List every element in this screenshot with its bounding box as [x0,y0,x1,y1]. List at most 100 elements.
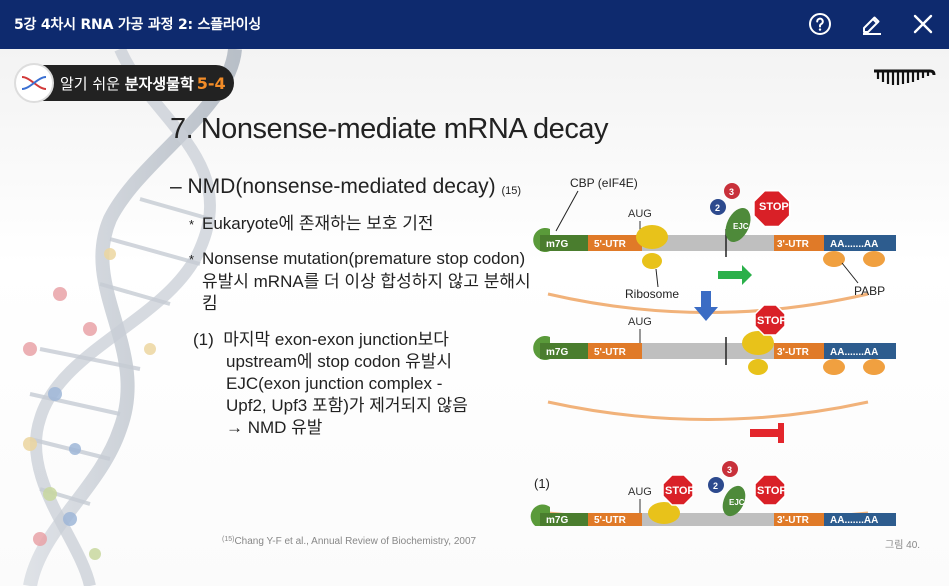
case-label: (1) [534,476,550,491]
utr3-segment [774,343,824,359]
utr3-text: 3'-UTR [777,347,810,358]
down-arrow-icon [694,291,718,321]
stop-sign-icon [754,304,786,336]
sub-bullet-text: Nonsense mutation(premature stop codon) … [202,249,531,313]
dna-helix-illustration [23,49,242,586]
ejc-text: EJC [733,222,749,231]
upf2-text: 2 [715,203,720,213]
numbered-line: upstream에 stop codon 유발시 [226,352,453,371]
ejc-text: EJC [729,498,745,507]
ribosome-label: Ribosome [625,287,679,301]
footnote-text: Chang Y-F et al., Annual Review of Bioch… [234,536,477,547]
stop-text: STOP [759,201,789,213]
polya-tail [824,513,896,526]
upf3-circle [724,183,740,199]
upf3-text: 3 [727,465,732,475]
close-icon [913,14,933,34]
utr5-text: 5'-UTR [594,347,627,358]
numbered-line: → NMD 유발 [226,418,323,437]
numbered-line: 마지막 exon-exon junction보다 [223,330,449,349]
course-number: 5-4 [196,73,226,93]
ejc-complex [722,485,746,517]
stop-sign-icon [754,474,786,506]
m7g-cap [540,343,588,359]
utr5-segment [588,235,642,251]
stop-sign-icon [752,189,791,228]
upf3-circle [722,461,738,477]
pabp-blob [863,251,885,267]
stop-text: STOP [665,485,695,497]
polya-text: AA.......AA [830,515,878,526]
utr3-text: 3'-UTR [777,515,810,526]
main-bullet-ref: (15) [501,185,522,197]
dna-logo-icon [14,63,54,103]
title-bar: 5강 4차시 RNA 가공 과정 2: 스플라이싱 [0,0,949,49]
footnote: (15)Chang Y-F et al., Annual Review of B… [222,536,476,547]
numbered-line: Upf2, Upf3 포함)가 제거되지 않음 [226,396,468,415]
ribosome-large [636,225,668,249]
polya-text: AA.......AA [830,347,878,358]
utr5-segment [588,343,642,359]
course-prefix: 알기 쉬운 [60,74,125,93]
upf3-text: 3 [729,187,734,197]
main-bullet: – NMD(nonsense-mediated decay) (15) [170,173,535,201]
inhibition-bar [750,429,782,437]
m7g-cap [540,513,588,526]
pabp-blob [863,359,885,375]
polya-tail [824,235,896,251]
upf2-circle [710,199,726,215]
help-button[interactable] [804,8,836,40]
course-bold: 분자생물학 [124,74,194,93]
utr5-segment [588,513,642,526]
ribosome-large [742,331,774,355]
cds-segment [642,343,774,359]
sub-bullet-text: Eukaryote에 존재하는 보호 기전 [202,214,434,233]
numbered-line: EJC(exon junction complex - [226,374,443,393]
ejc-complex [725,208,751,242]
utr3-segment [774,235,824,251]
lesson-title: 5강 4차시 RNA 가공 과정 2: 스플라이싱 [14,17,261,33]
cds-segment [642,235,774,251]
pabp-blob [823,251,845,267]
sub-bullet: *Nonsense mutation(premature stop codon)… [170,248,535,315]
polya-text: AA.......AA [830,239,878,250]
pabp-label: PABP [854,284,885,298]
polya-tail [824,343,896,359]
numbered-item: (1) 마지막 exon-exon junction보다 upstream에 s… [170,329,535,439]
bullet-list: – NMD(nonsense-mediated decay) (15) * Euk… [170,173,535,439]
m7g-text: m7G [546,239,568,250]
edit-button[interactable] [856,8,888,40]
stop-text: STOP [757,485,787,497]
m7g-cap [540,235,588,251]
aug-label: AUG [628,316,652,328]
sub-bullet: * Eukaryote에 존재하는 보호 기전 [170,213,535,236]
ribosome-small [748,359,768,375]
utr5-text: 5'-UTR [594,515,627,526]
stop-text: STOP [757,315,787,327]
translation-arrow-icon [718,265,752,285]
ribosome-large [648,502,680,524]
numbered-marker: (1) [193,330,214,349]
brand-logo-icon [874,69,936,85]
bullet-star-icon: * [189,217,195,232]
utr3-text: 3'-UTR [777,239,810,250]
aug-label: AUG [628,208,652,220]
utr5-text: 5'-UTR [594,239,627,250]
question-circle-icon [809,13,831,35]
inhibition-bar-end [778,423,784,443]
figure-number: 그림 40. [885,540,921,551]
m7g-text: m7G [546,347,568,358]
footnote-ref: (15) [222,536,235,543]
upf2-text: 2 [713,481,718,491]
pabp-blob [823,359,845,375]
aug-label: AUG [628,486,652,498]
pencil-icon [863,16,881,35]
close-button[interactable] [907,8,939,40]
upf2-circle [708,477,724,493]
slide-title: 7. Nonsense-mediate mRNA decay [170,113,608,145]
utr3-segment [774,513,824,526]
m7g-text: m7G [546,515,568,526]
